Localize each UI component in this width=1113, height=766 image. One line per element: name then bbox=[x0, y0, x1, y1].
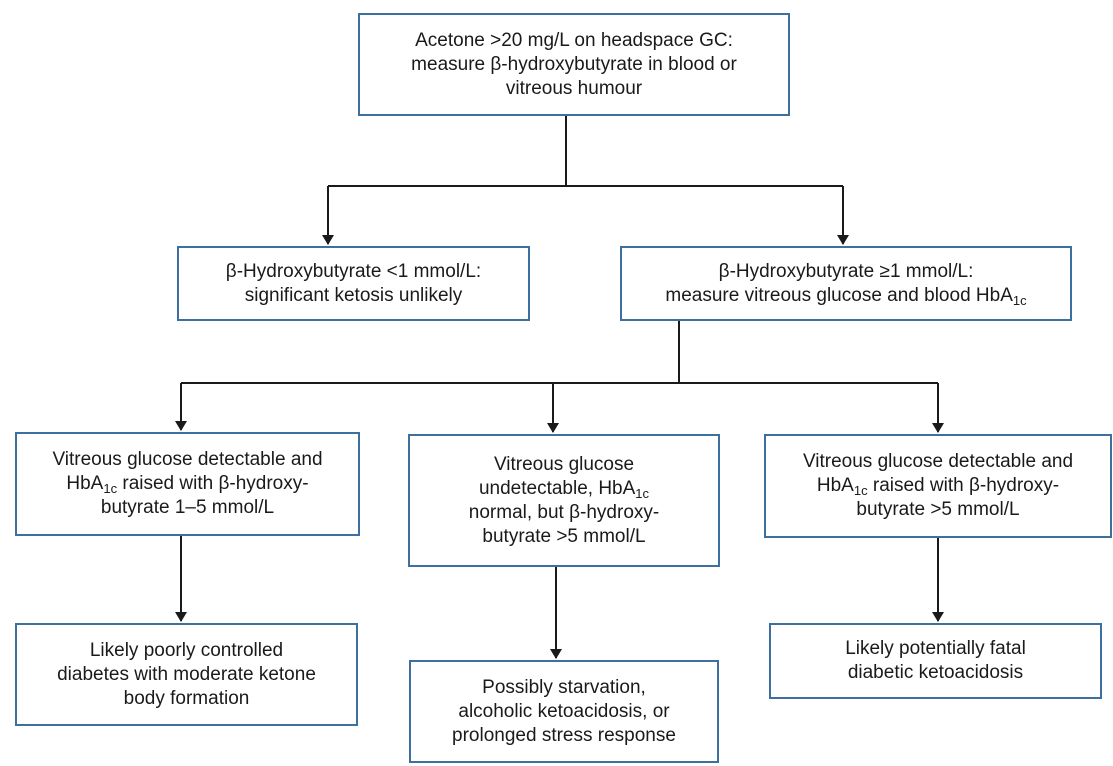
node-acetone-start: Acetone >20 mg/L on headspace GC: measur… bbox=[358, 13, 790, 116]
node-text-line: prolonged stress response bbox=[452, 724, 676, 746]
node-text-line: β-Hydroxybutyrate ≥1 mmol/L: bbox=[718, 260, 974, 282]
subscript: 1c bbox=[103, 481, 118, 496]
node-text-line: Vitreous glucose bbox=[493, 453, 635, 475]
subscript: 1c bbox=[635, 485, 650, 501]
node-glucose-detectable-high: Vitreous glucose detectable and HbA1c ra… bbox=[764, 434, 1112, 538]
node-text-line: Possibly starvation, bbox=[482, 676, 646, 698]
node-text-line: significant ketosis unlikely bbox=[244, 284, 463, 306]
node-text-line: Vitreous glucose detectable and bbox=[802, 451, 1074, 472]
node-text-line: Acetone >20 mg/L on headspace GC: bbox=[415, 29, 733, 51]
text-segment: undetectable, HbA bbox=[478, 477, 636, 499]
text-segment: HbA bbox=[66, 473, 104, 494]
node-text-line: β-Hydroxybutyrate <1 mmol/L: bbox=[225, 260, 482, 282]
node-text-line: body formation bbox=[123, 687, 250, 709]
node-glucose-undetectable: Vitreous glucose undetectable, HbA1c nor… bbox=[408, 434, 720, 567]
node-text-line: butyrate >5 mmol/L bbox=[482, 525, 646, 547]
node-bhb-low: β-Hydroxybutyrate <1 mmol/L: significant… bbox=[177, 246, 530, 321]
node-text-line: undetectable, HbA1c bbox=[469, 477, 659, 501]
text-segment: HbA bbox=[816, 475, 854, 496]
node-text-line: butyrate >5 mmol/L bbox=[856, 499, 1020, 520]
node-outcome-starvation: Possibly starvation, alcoholic ketoacido… bbox=[409, 660, 719, 763]
node-text-line: HbA1c raised with β-hydroxy- bbox=[803, 474, 1073, 498]
node-text-line: Likely poorly controlled bbox=[89, 639, 284, 661]
node-text-line: diabetes with moderate ketone bbox=[57, 663, 316, 685]
node-text-line: Likely potentially fatal bbox=[845, 638, 1026, 659]
node-text-line: vitreous humour bbox=[505, 77, 643, 99]
subscript: 1c bbox=[853, 483, 868, 498]
node-outcome-fatal-dka: Likely potentially fatal diabetic ketoac… bbox=[769, 623, 1102, 699]
node-glucose-detectable-moderate: Vitreous glucose detectable and HbA1c ra… bbox=[15, 432, 360, 536]
node-text-line: alcoholic ketoacidosis, or bbox=[458, 700, 670, 722]
node-text-line: measure β-hydroxybutyrate in blood or bbox=[411, 53, 737, 75]
node-text-line: normal, but β-hydroxy- bbox=[468, 501, 660, 523]
node-bhb-high: β-Hydroxybutyrate ≥1 mmol/L: measure vit… bbox=[620, 246, 1072, 321]
node-text-line: HbA1c raised with β-hydroxy- bbox=[52, 472, 322, 496]
node-text-line: diabetic ketoacidosis bbox=[847, 662, 1024, 683]
node-outcome-poorly-controlled-diabetes: Likely poorly controlled diabetes with m… bbox=[15, 623, 358, 726]
node-text-line: Vitreous glucose detectable and bbox=[52, 449, 323, 470]
text-segment: raised with β-hydroxy- bbox=[117, 473, 309, 494]
text-segment: raised with β-hydroxy- bbox=[867, 475, 1060, 496]
text-segment: measure vitreous glucose and blood HbA bbox=[665, 284, 1013, 306]
node-text-line: butyrate 1–5 mmol/L bbox=[100, 497, 275, 518]
subscript: 1c bbox=[1012, 292, 1027, 308]
node-text-line: measure vitreous glucose and blood HbA1c bbox=[665, 284, 1026, 308]
